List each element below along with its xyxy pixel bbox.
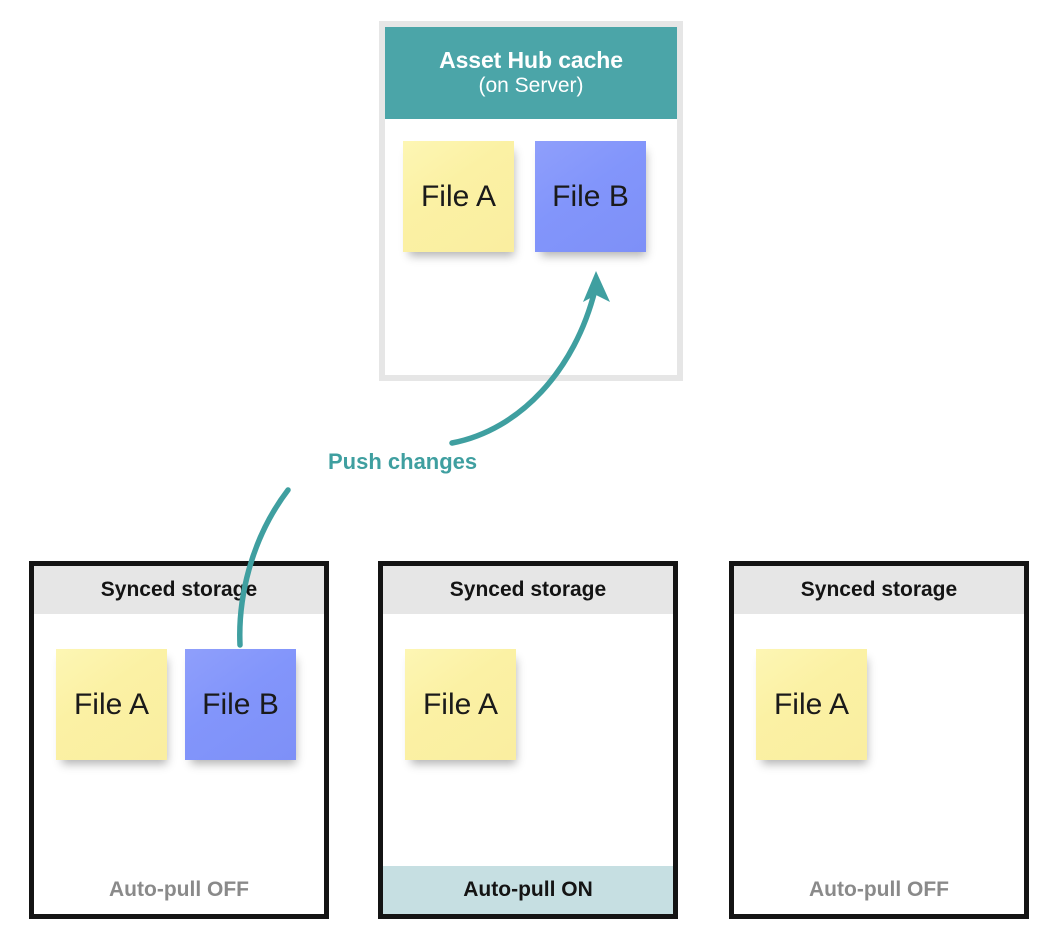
synced-storage-body-1: File A File B: [34, 614, 324, 914]
synced-storage-header-2: Synced storage: [383, 566, 673, 614]
client1-note-file-a[interactable]: File A: [56, 649, 167, 760]
note-label: File A: [422, 687, 499, 721]
server-note-file-a[interactable]: File A: [403, 141, 514, 252]
asset-hub-cache-panel: Asset Hub cache (on Server) File A File …: [379, 21, 683, 381]
asset-hub-cache-body: File A File B: [385, 119, 677, 375]
synced-storage-header-1: Synced storage: [34, 566, 324, 614]
asset-hub-cache-title: Asset Hub cache: [439, 47, 623, 74]
client1-note-file-b[interactable]: File B: [185, 649, 296, 760]
note-label: File A: [773, 687, 850, 721]
synced-storage-header-3: Synced storage: [734, 566, 1024, 614]
synced-storage-panel-3: Synced storage File A Auto-pull OFF: [729, 561, 1029, 919]
note-label: File B: [552, 179, 629, 213]
synced-storage-panel-2: Synced storage File A Auto-pull ON: [378, 561, 678, 919]
synced-storage-body-3: File A: [734, 614, 1024, 914]
asset-hub-cache-header: Asset Hub cache (on Server): [385, 27, 677, 119]
client3-note-file-a[interactable]: File A: [756, 649, 867, 760]
server-note-file-b[interactable]: File B: [535, 141, 646, 252]
synced-storage-body-2: File A: [383, 614, 673, 914]
note-label: File A: [73, 687, 150, 721]
synced-storage-panel-1: Synced storage File A File B Auto-pull O…: [29, 561, 329, 919]
auto-pull-status-2: Auto-pull ON: [383, 866, 673, 914]
note-label: File A: [420, 179, 497, 213]
note-label: File B: [202, 687, 279, 721]
auto-pull-status-3: Auto-pull OFF: [809, 878, 949, 901]
auto-pull-status-1: Auto-pull OFF: [109, 878, 249, 901]
client2-note-file-a[interactable]: File A: [405, 649, 516, 760]
asset-hub-cache-subtitle: (on Server): [478, 74, 584, 98]
push-changes-label: Push changes: [322, 447, 484, 477]
